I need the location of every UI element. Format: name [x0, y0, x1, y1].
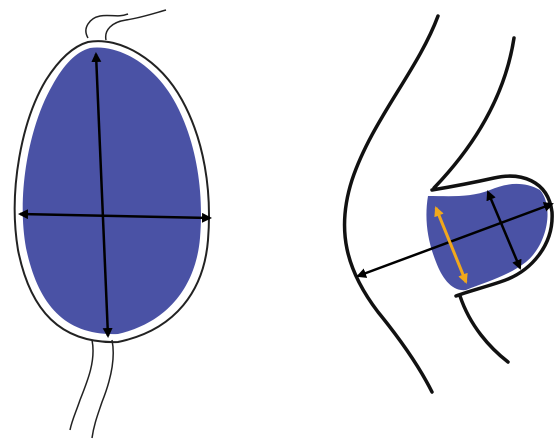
right-vessel-wall-right-lower [460, 296, 508, 362]
left-sac-fill [23, 48, 201, 335]
left-panel [15, 10, 210, 438]
right-vessel-wall-left [344, 16, 438, 392]
left-bottom-stalk-line-right [92, 340, 113, 438]
left-top-stalk-line-left [86, 14, 128, 38]
right-panel [344, 16, 552, 392]
right-vessel-wall-right [434, 38, 514, 188]
left-bottom-stalk-line-left [70, 340, 93, 430]
right-pouch-fill [426, 184, 547, 290]
left-top-stalk-line-right [106, 10, 166, 40]
